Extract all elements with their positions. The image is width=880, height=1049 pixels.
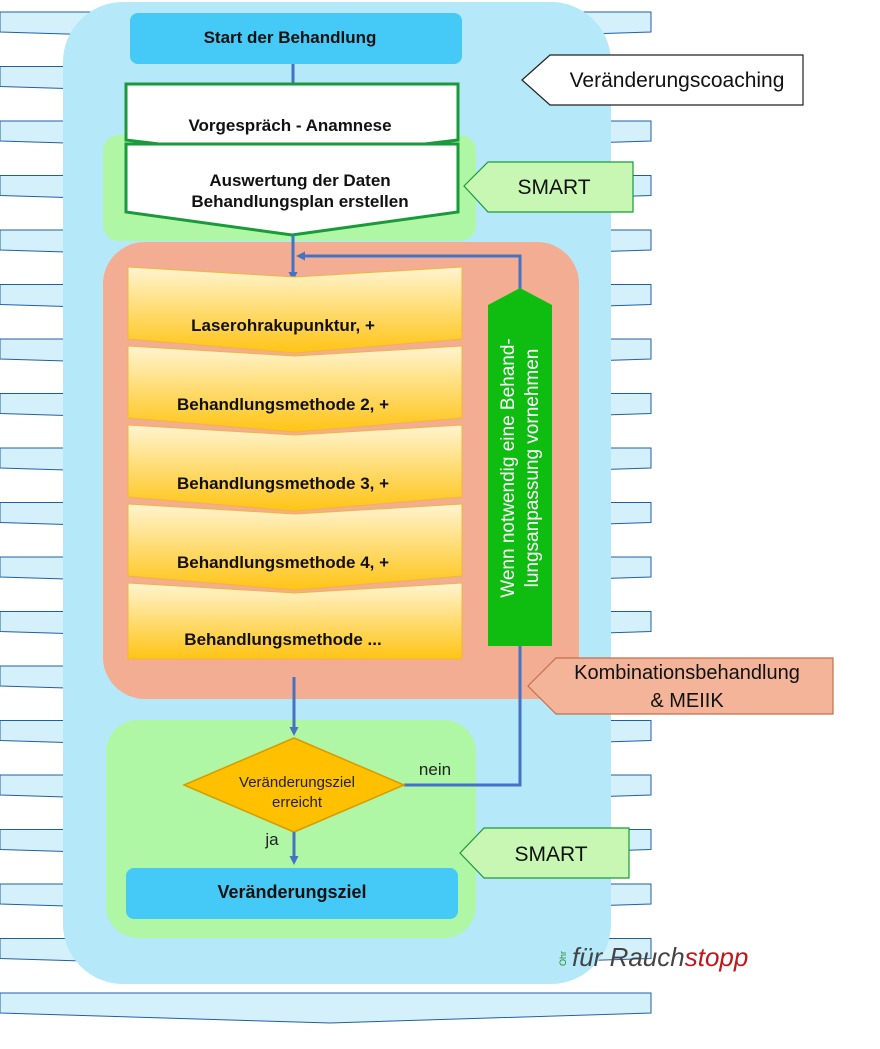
label-nein: nein	[419, 760, 451, 779]
method-box	[127, 503, 463, 591]
method-label: Behandlungsmethode 2, +	[177, 395, 389, 414]
adjustment-text-line-2: lungsanpassung vornehmen	[522, 349, 543, 588]
side-label-kombination-line-1: Kombinationsbehandlung	[574, 662, 800, 684]
side-label-kombination-line-2: & MEIIK	[650, 690, 724, 712]
method-box	[127, 345, 463, 433]
goal-box	[126, 868, 458, 919]
start-label: Start der Behandlung	[204, 28, 377, 47]
logo-prefix: für Rauch	[572, 942, 685, 972]
step-auswertung-line-1: Auswertung der Daten	[209, 171, 390, 190]
side-label-coaching-box	[521, 54, 804, 106]
logo-text: für Rauchstopp	[572, 942, 748, 972]
method-label: Behandlungsmethode 3, +	[177, 474, 389, 493]
goal-label: Veränderungsziel	[217, 882, 366, 902]
label-ja: ja	[264, 830, 279, 849]
side-label-kombination-box	[527, 657, 834, 715]
method-box	[127, 424, 463, 512]
side-label-coaching: Veränderungscoaching	[570, 69, 785, 92]
decision-line-2: erreicht	[272, 794, 323, 811]
start-box	[130, 13, 462, 64]
side-label-smart-bottom: SMART	[514, 843, 587, 866]
logo-suffix: stopp	[685, 942, 749, 972]
method-label: Behandlungsmethode ...	[184, 630, 381, 649]
decision-line-1: Veränderungsziel	[239, 774, 355, 791]
method-label: Behandlungsmethode 4, +	[177, 553, 389, 572]
logo: Ohr für Rauchstopp	[558, 942, 748, 972]
side-label-smart-top: SMART	[517, 176, 590, 199]
background-stripe	[0, 992, 652, 1024]
adjustment-text-line-1: Wenn notwendig eine Behand-	[498, 338, 519, 598]
side-label-smart-top-box	[463, 161, 634, 213]
step-auswertung-line-2: Behandlungsplan erstellen	[191, 192, 408, 211]
side-label-smart-bottom-box	[459, 827, 630, 879]
step-anamnese-label: Vorgespräch - Anamnese	[188, 116, 391, 135]
logo-small: Ohr	[558, 951, 568, 966]
methods-stack: Laserohrakupunktur, + Behandlungsmethode …	[127, 266, 463, 660]
method-box	[127, 266, 463, 354]
method-label: Laserohrakupunktur, +	[191, 316, 375, 335]
method-box	[127, 582, 463, 660]
adjustment-bar	[488, 288, 552, 646]
step-auswertung-box	[124, 142, 460, 237]
